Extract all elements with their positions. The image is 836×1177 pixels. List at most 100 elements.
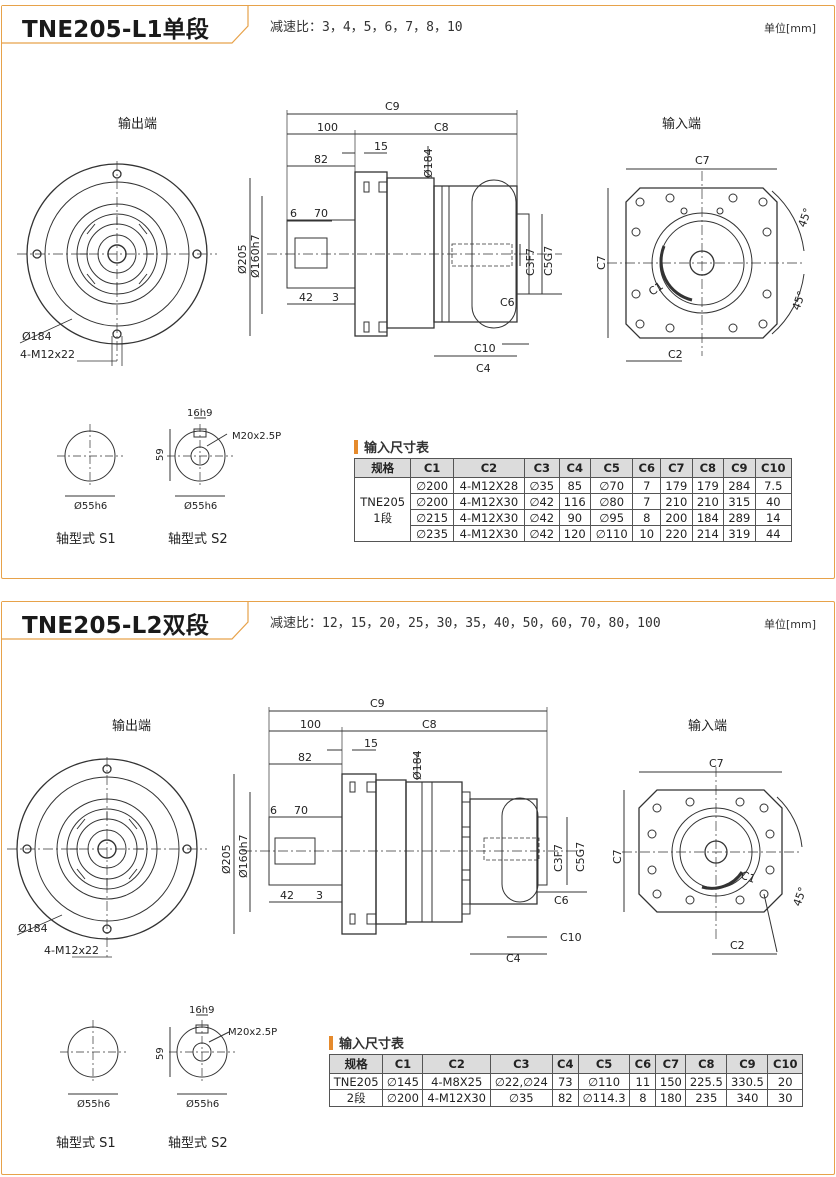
col-header: C4 (551, 1054, 579, 1074)
dim-55a: Ø55h6 (77, 1098, 110, 1110)
table-cell: ∅22,∅24 (489, 1073, 553, 1090)
col-header: 规格 (353, 458, 412, 478)
output-end-label: 输出端 (118, 117, 158, 132)
table-cell (353, 525, 412, 542)
table-heading-text: 输入尺寸表 (339, 1037, 405, 1052)
table-cell: ∅110 (577, 1073, 631, 1090)
table-cell: 8 (632, 509, 662, 526)
table-cell: ∅42 (524, 493, 560, 510)
dim-100: 100 (317, 121, 338, 134)
dim-c10: C10 (560, 931, 582, 944)
table-heading: 输入尺寸表 (354, 437, 429, 456)
title-tab-outline (2, 602, 249, 640)
dim-6: 6 (290, 207, 297, 220)
table-cell: 330.5 (726, 1073, 769, 1090)
table-cell: 8 (629, 1089, 657, 1107)
table-cell: 180 (655, 1089, 687, 1107)
drawing-single-stage: C9 100 C8 82 15 6 70 42 3 C6 C10 C4 C7 C… (2, 6, 815, 512)
table-heading-text: 输入尺寸表 (364, 441, 430, 456)
dim-c3: C3F7 (524, 248, 537, 276)
table-header-row: 规格 C1 C2 C3 C4 C5 C6 C7 C8 C9 C10 (328, 1054, 803, 1074)
table-cell: 214 (691, 525, 725, 542)
col-header: C7 (660, 458, 693, 478)
table-row: 1段 ∅215 4-M12X30 ∅42 90 ∅95 8 200 184 28… (353, 509, 793, 526)
table-cell: 289 (723, 509, 756, 526)
dim-3: 3 (316, 889, 323, 902)
table-cell: ∅95 (589, 509, 634, 526)
input-end-view (607, 168, 805, 362)
table-cell: 150 (655, 1073, 687, 1090)
dim-15: 15 (374, 140, 388, 153)
table-cell: 30 (767, 1089, 803, 1107)
shaft-s2-view (169, 1014, 235, 1095)
table-cell: 7.5 (754, 477, 793, 494)
dim-d160: Ø160h7 (237, 834, 250, 878)
dim-d184: Ø184 (22, 330, 52, 343)
output-end-view (17, 161, 217, 366)
table-cell: ∅114.3 (577, 1089, 631, 1107)
col-header: C3 (524, 458, 560, 478)
dim-m12: 4-M12x22 (44, 944, 99, 957)
heading-bar (354, 440, 358, 454)
table-cell: 10 (632, 525, 662, 542)
dim-d184-side: Ø184 (422, 148, 435, 178)
table-row: ∅200 4-M12X28 ∅35 85 ∅70 7 179 179 284 7… (353, 477, 793, 494)
shaft-s2-view (167, 417, 233, 497)
col-header: C9 (723, 458, 756, 478)
dim-c9: C9 (370, 697, 385, 710)
col-header: C6 (632, 458, 662, 478)
col-header: C5 (589, 458, 634, 478)
dim-70: 70 (314, 207, 328, 220)
table-cell: 82 (551, 1089, 579, 1107)
col-header: C2 (422, 1054, 491, 1074)
dim-m12: 4-M12x22 (20, 348, 75, 361)
table-cell: 85 (558, 477, 592, 494)
table-cell: 4-M12X30 (452, 525, 526, 542)
section-single-stage: TNE205-L1单段 减速比：3，4，5，6，7，8，10 单位[mm] (1, 5, 835, 579)
col-header: C5 (577, 1054, 631, 1074)
angle-45: 45° (791, 885, 810, 908)
col-header: C4 (558, 458, 592, 478)
table-cell: 179 (691, 477, 725, 494)
dim-c3: C3F7 (552, 844, 565, 872)
table-row: TNE205 ∅145 4-M8X25 ∅22,∅24 73 ∅110 11 1… (328, 1073, 803, 1090)
table-cell: 14 (754, 509, 793, 526)
table-cell: TNE205 (328, 1073, 384, 1090)
model-cell: TNE205 (353, 493, 412, 510)
table-cell: 210 (660, 493, 693, 510)
dim-70: 70 (294, 804, 308, 817)
table-cell: 200 (660, 509, 693, 526)
heading-bar (329, 1036, 333, 1050)
reduction-ratio: 减速比：12，15，20，25，30，35，40，50，60，70，80，100 (270, 616, 661, 631)
dim-3: 3 (332, 291, 339, 304)
table-cell: 4-M12X28 (452, 477, 526, 494)
col-header: C6 (629, 1054, 657, 1074)
table-cell: 2段 (328, 1089, 384, 1107)
table-cell: 7 (632, 477, 662, 494)
dim-c10: C10 (474, 342, 496, 355)
col-header: C2 (452, 458, 526, 478)
table-cell: 179 (660, 477, 693, 494)
dim-82: 82 (298, 751, 312, 764)
dim-59: 59 (155, 1047, 166, 1060)
dim-d205: Ø205 (220, 844, 233, 874)
table-cell: ∅145 (382, 1073, 424, 1090)
table-cell: 7 (632, 493, 662, 510)
section-title: TNE205-L2双段 (22, 613, 210, 639)
table-cell: 73 (551, 1073, 579, 1090)
dim-c4: C4 (506, 952, 521, 965)
table-cell: 340 (726, 1089, 769, 1107)
dim-55b: Ø55h6 (186, 1098, 219, 1110)
col-header: C1 (410, 458, 454, 478)
angle-45a: 45° (796, 206, 815, 229)
dim-d205: Ø205 (236, 244, 249, 274)
dim-16h9: 16h9 (187, 408, 212, 419)
dim-59: 59 (155, 448, 166, 461)
table-cell: 40 (754, 493, 793, 510)
dim-c1: C1 (739, 869, 757, 886)
table-row: 2段 ∅200 4-M12X30 ∅35 82 ∅114.3 8 180 235… (328, 1089, 803, 1107)
dim-c8: C8 (422, 718, 437, 731)
table-row: TNE205 ∅200 4-M12X30 ∅42 116 ∅80 7 210 2… (353, 493, 793, 510)
table-cell: ∅35 (524, 477, 560, 494)
side-view (249, 110, 562, 357)
